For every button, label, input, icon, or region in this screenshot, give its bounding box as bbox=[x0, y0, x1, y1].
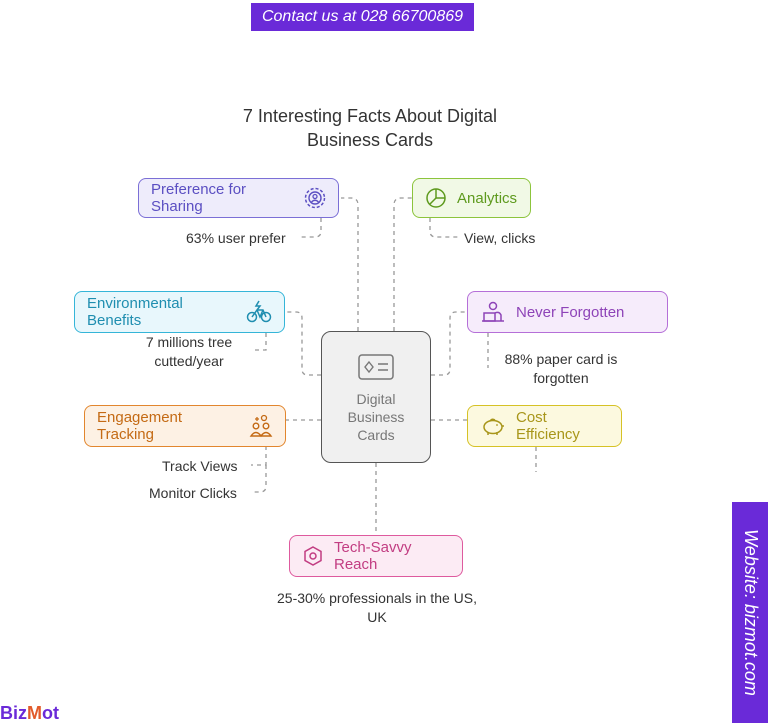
hexagon-icon bbox=[304, 546, 322, 566]
center-label: Digital Business Cards bbox=[348, 390, 405, 444]
pie-chart-icon bbox=[426, 188, 446, 208]
connector-analytics bbox=[393, 197, 412, 331]
detail-forgotten-line-1: 88% paper card is bbox=[504, 351, 618, 367]
people-icon bbox=[249, 414, 273, 438]
center-label-line-1: Digital bbox=[356, 391, 396, 407]
connector-sharing bbox=[341, 197, 359, 331]
id-card-icon bbox=[358, 354, 394, 380]
node-never-forgotten: Never Forgotten bbox=[467, 291, 668, 333]
node-engagement-tracking: Engagement Tracking bbox=[84, 405, 286, 447]
title-line-1: 7 Interesting Facts About Digital bbox=[242, 106, 498, 126]
detail-engagement-track-views: Track Views bbox=[162, 458, 238, 474]
detail-reach-line-1: 25-30% professionals in the US, bbox=[277, 590, 477, 606]
node-analytics: Analytics bbox=[412, 178, 531, 218]
connector-engagement-detail-1 bbox=[251, 446, 267, 466]
detail-engagement-monitor-clicks: Monitor Clicks bbox=[149, 485, 237, 501]
user-circle-icon bbox=[304, 187, 326, 209]
connector-sharing-detail bbox=[298, 218, 322, 238]
page-title: 7 Interesting Facts About Digital Busine… bbox=[190, 104, 550, 152]
node-reach-label: Tech-Savvy Reach bbox=[334, 539, 412, 573]
website-banner[interactable]: Website: bizmot.com bbox=[732, 502, 768, 723]
node-preference-for-sharing: Preference for Sharing bbox=[138, 178, 339, 218]
connector-engagement-detail-2 bbox=[251, 465, 267, 493]
node-analytics-label: Analytics bbox=[457, 189, 518, 207]
piggy-bank-icon bbox=[483, 418, 504, 435]
node-environment-label: Environmental Benefits bbox=[87, 295, 183, 329]
node-environmental-benefits: Environmental Benefits bbox=[74, 291, 285, 333]
connector-forgotten bbox=[431, 311, 467, 376]
detail-sharing: 63% user prefer bbox=[186, 230, 286, 246]
person-laptop-icon bbox=[482, 301, 504, 322]
node-engagement-label: Engagement Tracking bbox=[97, 409, 183, 443]
detail-environment-line-1: 7 millions tree bbox=[145, 334, 233, 350]
detail-forgotten: 88% paper card is forgotten bbox=[494, 350, 628, 388]
connector-environment-detail bbox=[251, 333, 267, 351]
title-line-2: Business Cards bbox=[306, 130, 434, 150]
detail-reach-line-2: UK bbox=[367, 609, 387, 625]
bizmot-logo: BizMot bbox=[0, 703, 59, 723]
node-tech-savvy-reach: Tech-Savvy Reach bbox=[289, 535, 463, 577]
node-forgotten-label: Never Forgotten bbox=[516, 303, 625, 321]
center-label-line-2: Business bbox=[347, 409, 405, 425]
node-sharing-label: Preference for Sharing bbox=[151, 181, 247, 215]
website-text: Website: bizmot.com bbox=[740, 529, 761, 696]
detail-reach: 25-30% professionals in the US, UK bbox=[262, 589, 492, 627]
detail-analytics: View, clicks bbox=[464, 230, 536, 246]
detail-forgotten-line-2: forgotten bbox=[533, 370, 589, 386]
contact-banner[interactable]: Contact us at 028 66700869 bbox=[251, 3, 474, 31]
node-cost-efficiency: Cost Efficiency bbox=[467, 405, 622, 447]
node-cost-label: Cost Efficiency bbox=[516, 409, 580, 443]
detail-environment-line-2: cutted/year bbox=[154, 353, 224, 369]
connector-analytics-detail bbox=[429, 218, 458, 238]
bicycle-icon bbox=[246, 300, 272, 323]
connector-environment bbox=[286, 311, 321, 376]
detail-environment: 7 millions tree cutted/year bbox=[130, 333, 248, 371]
center-label-line-3: Cards bbox=[357, 427, 395, 443]
center-node-digital-business-cards: Digital Business Cards bbox=[321, 331, 431, 463]
